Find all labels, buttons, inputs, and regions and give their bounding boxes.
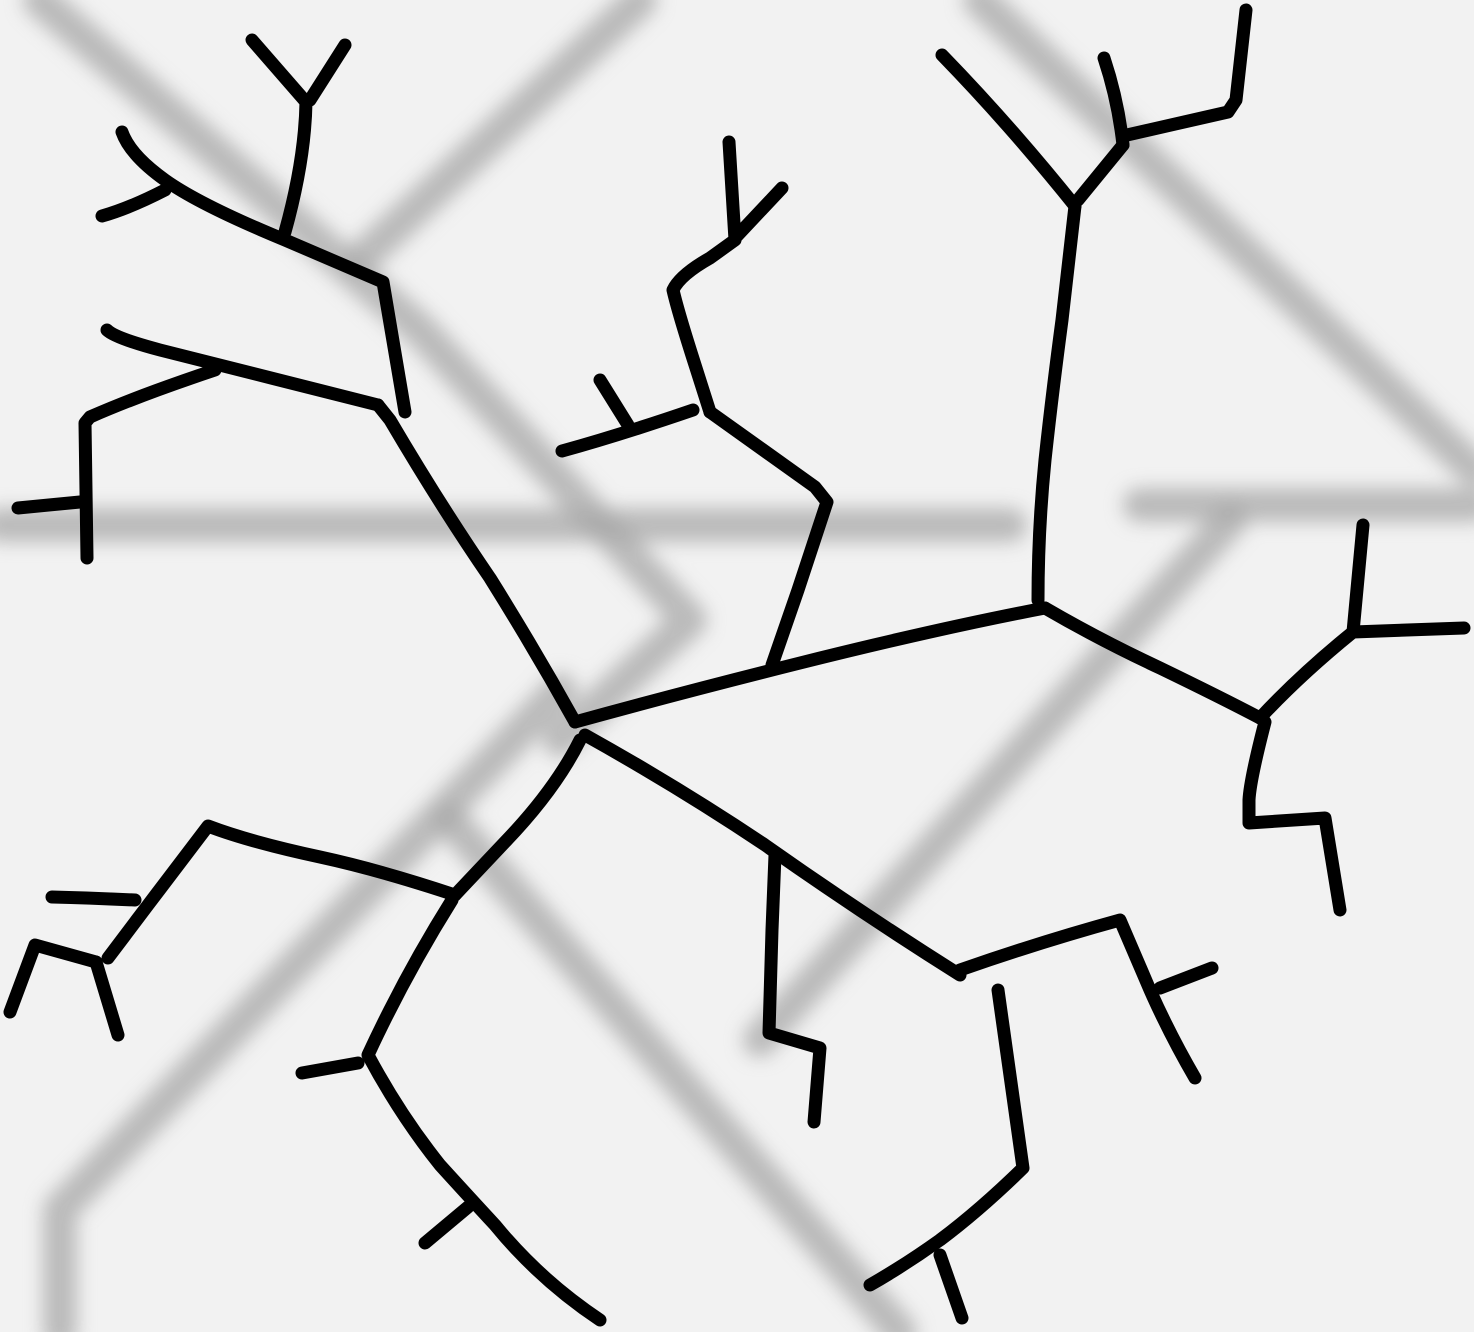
twig-upper-right-right <box>1071 138 1130 207</box>
twig-right-up <box>1253 625 1360 725</box>
twig-right-fork-right <box>1346 621 1471 639</box>
twig-lower-left-hook-tail <box>89 955 125 1042</box>
branch-lower-left-down <box>361 893 607 1327</box>
twig-upper-right-left <box>935 48 1082 213</box>
twig-lower-right-long-tick <box>933 1248 969 1325</box>
bg-diagonal-from-top <box>343 0 657 277</box>
branch-lower-right-trunk <box>578 728 967 982</box>
twig-upper-left-b <box>95 183 172 223</box>
twig-lower-left-hook <box>3 938 103 1019</box>
twig-upper-left-a-fork2 <box>303 38 352 107</box>
branch-upper-middle-stem <box>666 135 742 419</box>
twig-right-down <box>1242 715 1347 917</box>
twig-lower-left-upper-tick <box>45 890 142 907</box>
branch-lower-left-trunk <box>448 733 587 902</box>
branch-upper-middle-trunk <box>703 405 834 672</box>
bg-diagonal-upper-left <box>23 0 707 757</box>
bg-diagonal-upper-right <box>963 0 1474 487</box>
branch-center-to-right <box>568 601 1052 729</box>
twig-upper-left-a-fork1 <box>245 33 313 109</box>
twig-lower-right-branch <box>953 913 1202 1085</box>
bg-diagonal-lower-right <box>743 503 1247 1057</box>
twig-lower-left-down-tick-upper <box>295 1056 365 1080</box>
branch-upper-left-trunk <box>371 398 582 729</box>
twig-lower-left-down-tick-lower <box>418 1200 475 1250</box>
branch-upper-left-stem <box>115 125 412 419</box>
twig-upper-middle-fork <box>728 181 789 245</box>
bg-diagonal-lower-middle <box>433 803 917 1332</box>
tree-drawing <box>3 3 1471 1327</box>
twig-upper-middle-side <box>555 403 700 458</box>
branch-upper-right-trunk <box>1031 199 1082 607</box>
branch-right-trunk <box>1038 601 1267 725</box>
twig-upper-left-a <box>278 95 313 239</box>
twig-upper-middle-side-tick <box>593 373 635 432</box>
twig-left-mid-tick <box>11 495 87 515</box>
branch-left-mid <box>100 323 385 412</box>
twig-lower-right-long <box>863 983 1030 1292</box>
bg-diagonal-lower-left <box>43 673 577 1332</box>
twig-upper-right-hook <box>1120 3 1253 142</box>
twig-lower-right-branch-tick <box>1153 961 1219 995</box>
twig-lower-left-upper <box>101 819 462 965</box>
twig-left-mid-hook <box>78 363 222 565</box>
twig-right-fork-up <box>1346 518 1370 639</box>
twig-lower-right-drop <box>762 848 827 1129</box>
